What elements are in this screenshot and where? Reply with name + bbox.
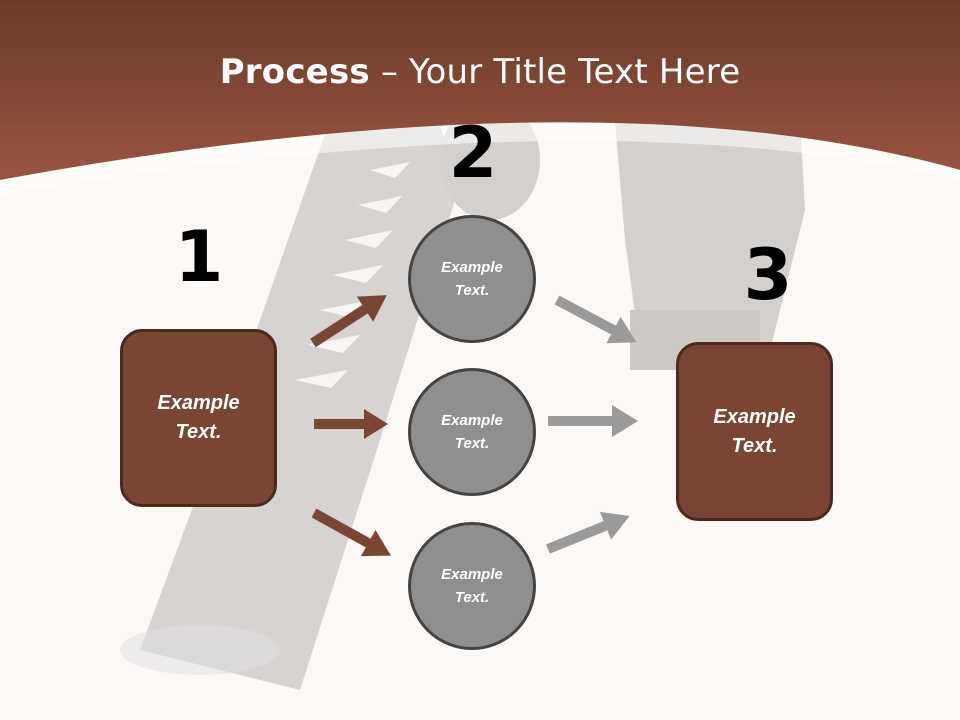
right-box-line2: Text. xyxy=(731,434,778,457)
circle-2-line2: Text. xyxy=(454,435,490,452)
step-number-3: 3 xyxy=(743,234,793,316)
header-band xyxy=(0,0,960,180)
arrow-circle-2-to-right xyxy=(548,405,638,437)
right-box-line1: Example xyxy=(713,405,796,428)
right-box: Example Text. xyxy=(676,342,833,521)
header-swoosh xyxy=(0,122,960,195)
arrow-left-to-circle-3 xyxy=(311,508,391,557)
circle-1-line1: Example xyxy=(441,258,503,276)
step-number-1: 1 xyxy=(174,216,224,298)
slide-title: Process – Your Title Text Here xyxy=(0,52,960,92)
circle-node-1: Example Text. xyxy=(408,215,536,343)
hilt-photo-image xyxy=(120,100,805,690)
slide-title-rest: – Your Title Text Here xyxy=(369,52,741,92)
left-box: Example Text. xyxy=(120,329,277,507)
left-box-line1: Example xyxy=(157,392,240,414)
circle-3-line2: Text. xyxy=(454,589,490,606)
arrow-circle-1-to-right xyxy=(554,295,637,344)
circle-node-3: Example Text. xyxy=(408,522,536,650)
arrow-circle-3-to-right xyxy=(546,511,630,554)
left-box-line2: Text. xyxy=(175,421,222,443)
circle-1-line2: Text. xyxy=(454,282,490,299)
arrow-left-to-circle-1 xyxy=(310,295,387,348)
slide-title-bold: Process xyxy=(219,52,370,92)
circle-3-line1: Example xyxy=(441,565,503,583)
step-number-2: 2 xyxy=(448,112,498,194)
arrow-left-to-circle-2 xyxy=(314,409,388,439)
circle-node-2: Example Text. xyxy=(408,368,536,496)
circle-2-line1: Example xyxy=(441,411,503,429)
